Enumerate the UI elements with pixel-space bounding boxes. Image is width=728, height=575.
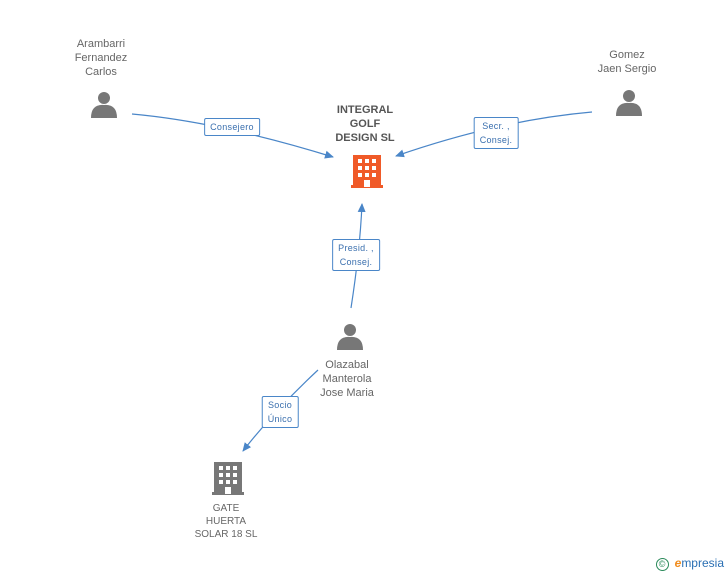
company-name-line: GATE xyxy=(212,503,240,514)
brand-logo-e: e xyxy=(674,556,682,570)
main-company-line: GOLF xyxy=(349,118,381,130)
brand-logo-text: mpresia xyxy=(681,556,724,570)
person-name-line: Olazabal xyxy=(325,359,369,371)
edge-label-line: Único xyxy=(267,414,293,424)
copyright-icon: © xyxy=(655,558,669,571)
edge-label-line: Consej. xyxy=(479,135,513,145)
person-name-line: Gomez xyxy=(609,49,645,61)
edge-label-line: Socio xyxy=(267,400,293,410)
person-icon xyxy=(91,92,117,118)
edge-label-line: Consejero xyxy=(210,122,254,132)
company-name-line: HUERTA xyxy=(205,516,247,527)
brand-footer[interactable]: © empresia xyxy=(655,556,724,571)
person-label-olazabal[interactable]: Olazabal Manterola Jose Maria xyxy=(320,358,374,400)
person-name-line: Fernandez xyxy=(74,52,128,64)
company-name-line: SOLAR 18 SL xyxy=(194,529,258,540)
main-company-line: INTEGRAL xyxy=(336,104,394,116)
person-name-line: Jose Maria xyxy=(320,387,374,399)
person-icon xyxy=(616,90,642,116)
person-name-line: Carlos xyxy=(85,66,117,78)
company-label-gate[interactable]: GATE HUERTA SOLAR 18 SL xyxy=(195,502,258,541)
edge-label-socio: Socio Único xyxy=(261,396,299,428)
edge-label-consejero: Consejero xyxy=(204,118,260,136)
person-name-line: Manterola xyxy=(322,373,372,385)
edge-label-secr: Secr. , Consej. xyxy=(473,117,519,149)
edge-label-line: Secr. , xyxy=(482,121,510,131)
building-icon xyxy=(351,155,383,188)
person-label-gomez[interactable]: Gomez Jaen Sergio xyxy=(598,48,657,76)
person-icon xyxy=(337,324,363,350)
edge-label-line: Consej. xyxy=(339,257,373,267)
edge-label-line: Presid. , xyxy=(338,243,374,253)
person-name-line: Arambarri xyxy=(76,38,126,50)
main-company-line: DESIGN SL xyxy=(335,132,395,144)
edge-label-presid: Presid. , Consej. xyxy=(332,239,380,271)
person-label-arambarri[interactable]: Arambarri Fernandez Carlos xyxy=(75,37,128,79)
person-name-line: Jaen Sergio xyxy=(597,63,657,75)
main-company-label[interactable]: INTEGRAL GOLF DESIGN SL xyxy=(335,103,394,145)
building-icon xyxy=(212,462,244,495)
